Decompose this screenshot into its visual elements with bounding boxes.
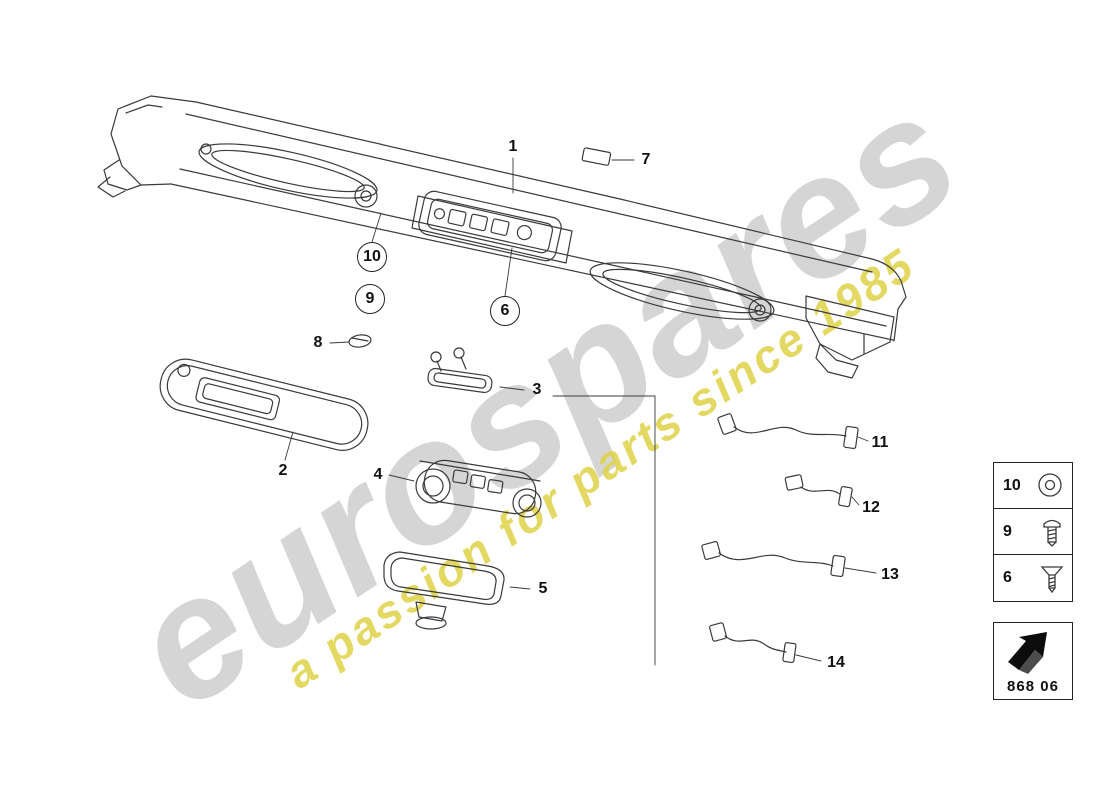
callout-5[interactable]: 5 — [538, 580, 548, 597]
legend-row-9[interactable]: 9 — [994, 509, 1072, 555]
sun-visor — [159, 358, 369, 451]
callout-4[interactable]: 4 — [373, 466, 383, 483]
arrow-logo-icon — [1004, 628, 1062, 674]
interior-light-console — [415, 459, 542, 518]
cable-13 — [701, 541, 846, 578]
legend-label-9: 9 — [1003, 522, 1012, 540]
callout-1[interactable]: 1 — [508, 138, 518, 155]
part-group-box[interactable]: 868 06 — [993, 622, 1073, 700]
cable-14 — [709, 622, 797, 664]
front-panel-trim — [97, 95, 907, 379]
washer-icon — [1035, 470, 1065, 502]
callout-8[interactable]: 8 — [313, 334, 323, 351]
legend-label-6: 6 — [1003, 569, 1012, 586]
cover-cap — [581, 147, 612, 166]
callout-12[interactable]: 12 — [862, 499, 880, 516]
callout-9[interactable]: 9 — [355, 284, 385, 314]
callout-3[interactable]: 3 — [532, 381, 542, 398]
callout-6[interactable]: 6 — [490, 296, 520, 326]
leader-lines — [284, 157, 877, 666]
clip — [348, 334, 372, 348]
cable-11 — [717, 413, 859, 450]
reading-light — [427, 347, 493, 394]
pan-head-screw-icon — [1039, 515, 1065, 549]
callout-2[interactable]: 2 — [278, 462, 288, 479]
rear-view-mirror — [383, 551, 505, 630]
callout-7[interactable]: 7 — [641, 151, 651, 168]
legend-row-6[interactable]: 6 — [994, 555, 1072, 601]
cable-12 — [784, 474, 853, 508]
legend-row-10[interactable]: 10 — [994, 463, 1072, 509]
countersunk-screw-icon — [1039, 561, 1065, 595]
callout-14[interactable]: 14 — [827, 654, 845, 671]
part-group-code: 868 06 — [1007, 678, 1059, 695]
callout-10[interactable]: 10 — [357, 242, 387, 272]
fastener-legend: 10 9 6 — [993, 462, 1073, 602]
callout-13[interactable]: 13 — [881, 566, 899, 583]
callout-11[interactable]: 11 — [871, 434, 889, 451]
legend-label-10: 10 — [1003, 476, 1021, 494]
